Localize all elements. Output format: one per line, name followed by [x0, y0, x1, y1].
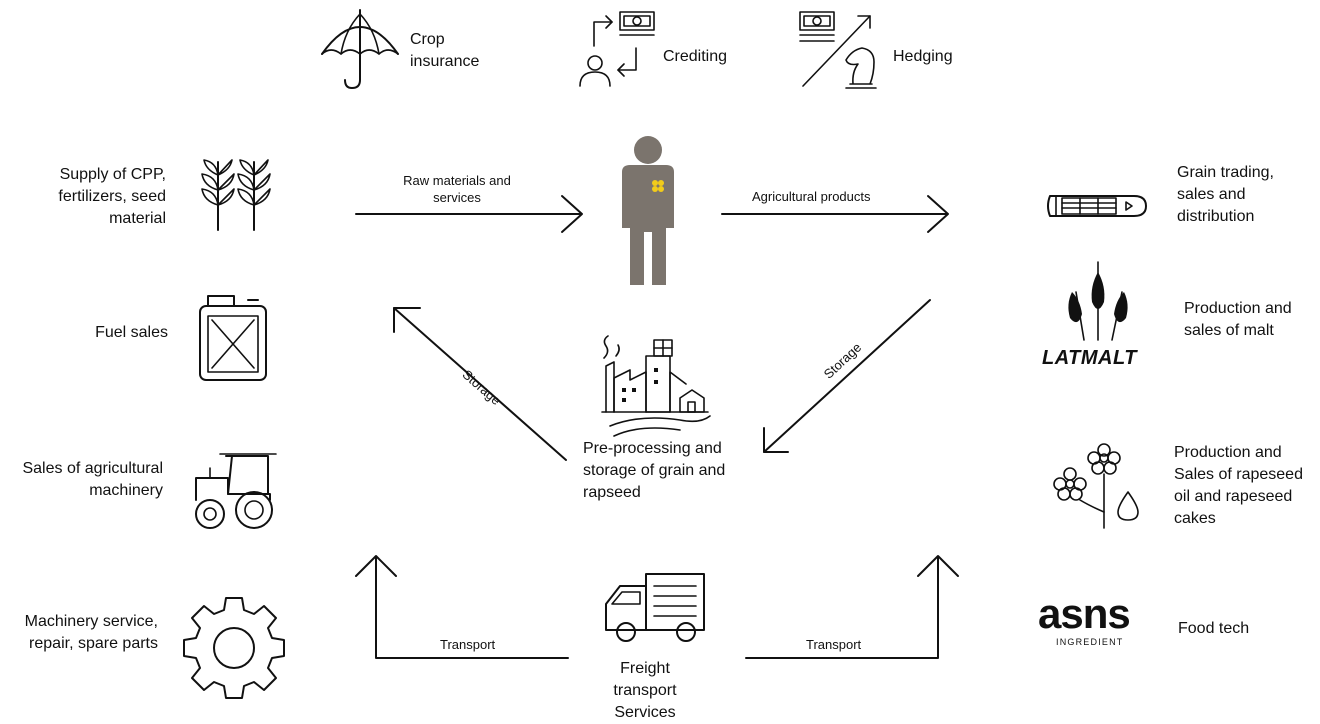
machinery-service-label: Machinery service, repair, spare parts — [24, 613, 158, 652]
machinery-sales-label: Sales of agricultural machinery — [22, 460, 163, 499]
arrow-storage-right — [763, 299, 931, 453]
asns-logo: asns — [1038, 590, 1131, 637]
arrow-storage-left — [393, 307, 567, 461]
supply-label: Supply of CPP, fertilizers, seed materia… — [58, 166, 166, 227]
hedging-label: Hedging — [893, 48, 953, 65]
fuel-canister-icon — [199, 295, 267, 381]
raw-materials-label: Raw materials and services — [403, 173, 511, 205]
freight-label: Freight transport Services — [613, 660, 677, 721]
crediting-icon — [579, 11, 655, 87]
wheat-icon — [201, 159, 271, 231]
crop-insurance-label: Crop insurance — [410, 31, 480, 70]
transport-left-label: Transport — [440, 637, 496, 652]
flower-oil-icon — [1053, 443, 1139, 529]
tractor-icon — [195, 453, 277, 529]
arrow-transport-left — [355, 555, 569, 659]
farmer-icon — [622, 136, 674, 285]
agri-products-label: Agricultural products — [752, 189, 871, 204]
ship-icon — [1047, 195, 1147, 217]
transport-right-label: Transport — [806, 637, 862, 652]
preprocessing-label: Pre-processing and storage of grain and … — [583, 440, 726, 501]
grain-trading-label: Grain trading, sales and distribution — [1177, 164, 1274, 225]
crediting-label: Crediting — [663, 48, 728, 65]
malt-wheat-icon — [1068, 261, 1128, 341]
truck-icon — [605, 573, 705, 642]
arrow-agri-products — [721, 195, 949, 233]
rapeseed-label: Production and Sales of rapeseed oil and… — [1174, 444, 1303, 527]
latmalt-logo: LATMALT — [1042, 347, 1137, 369]
hedging-icon — [799, 11, 877, 89]
malt-label: Production and sales of malt — [1184, 300, 1292, 339]
fuel-sales-label: Fuel sales — [95, 324, 168, 341]
gear-icon — [183, 597, 285, 699]
arrow-raw-materials — [355, 195, 583, 233]
asns-logo-subtitle: INGREDIENT — [1056, 637, 1124, 647]
umbrella-icon — [321, 9, 399, 89]
arrow-transport-right — [745, 555, 959, 659]
food-tech-label: Food tech — [1178, 620, 1250, 637]
factory-icon — [601, 335, 711, 437]
badge-icon — [652, 180, 664, 192]
